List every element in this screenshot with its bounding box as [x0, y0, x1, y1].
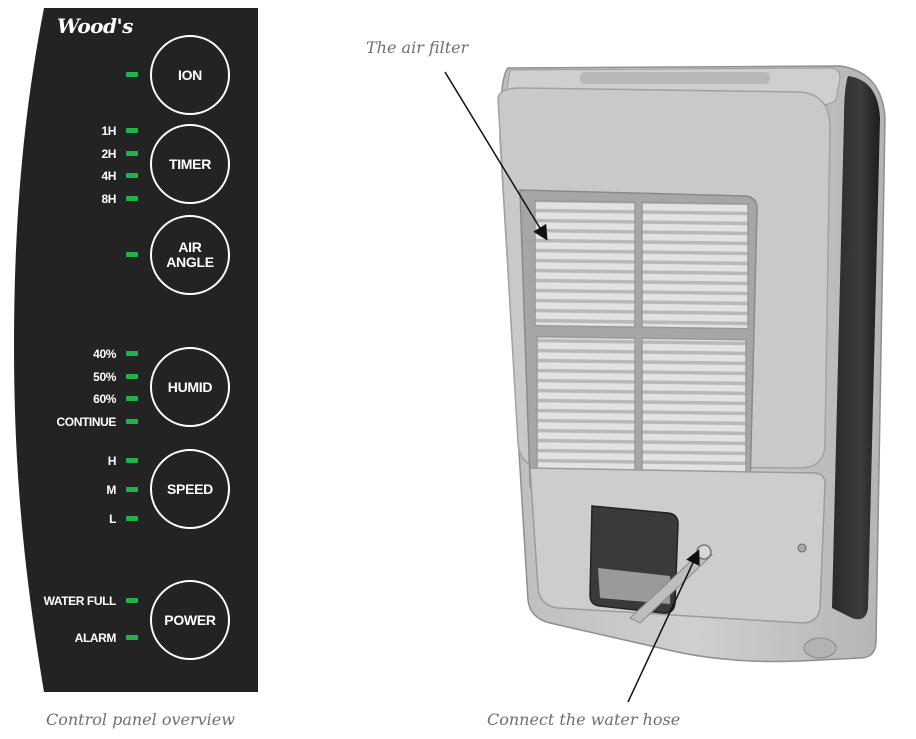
water-outlet-tray [598, 568, 670, 604]
humid-led-50 [126, 374, 138, 379]
timer-indicator-label: 2H [101, 147, 116, 161]
air-angle-button[interactable]: AIR ANGLE [150, 215, 230, 295]
humid-button[interactable]: HUMID [150, 347, 230, 427]
humid-led-continue [126, 419, 138, 424]
alarm-led [126, 635, 138, 640]
speed-led-l [126, 516, 138, 521]
speed-led-m [126, 487, 138, 492]
caption-air-filter: The air filter [366, 38, 469, 57]
power-button-label: POWER [164, 611, 216, 628]
humid-indicator-label: CONTINUE [56, 415, 117, 429]
timer-indicator-label: 4H [101, 169, 116, 183]
power-indicator-alarm: ALARM [74, 631, 117, 645]
caption-control-panel: Control panel overview [46, 710, 235, 729]
device-side-panel [832, 76, 880, 620]
air-angle-label-line2: ANGLE [166, 254, 214, 270]
device-screw [797, 543, 807, 553]
power-button[interactable]: POWER [150, 580, 230, 660]
timer-indicator-label: 8H [101, 192, 116, 206]
power-indicator-water-full: WATER FULL [43, 594, 117, 608]
speed-indicator-label: H [107, 454, 117, 468]
air-angle-led [126, 252, 138, 257]
timer-led-8h [126, 196, 138, 201]
humid-button-label: HUMID [167, 378, 213, 395]
control-panel: Wood's ION 1H 2H 4H 8H TIMER AIR ANGLE 4… [0, 0, 260, 692]
dehumidifier-illustration [497, 65, 886, 663]
brand-logo: Wood's [57, 14, 133, 38]
speed-indicator-label: M [106, 483, 116, 497]
power-indicator-label: WATER FULL [43, 594, 117, 608]
device-foot [803, 637, 837, 659]
water-hose-arrow [627, 549, 700, 703]
ion-led [126, 72, 138, 77]
timer-led-2h [126, 151, 138, 156]
ion-button-label: ION [178, 66, 202, 83]
speed-indicator-h: H [107, 454, 117, 468]
humid-indicator-label: 50% [93, 370, 116, 384]
humid-indicator-continue: CONTINUE [56, 415, 117, 429]
speed-indicator-l: L [109, 512, 116, 526]
timer-indicator-label: 1H [101, 124, 116, 138]
power-indicator-label: ALARM [74, 631, 117, 645]
air-angle-label-line1: AIR [178, 239, 202, 255]
timer-indicator-4h: 4H [101, 169, 116, 183]
humid-indicator-40: 40% [93, 347, 116, 361]
timer-button[interactable]: TIMER [150, 124, 230, 204]
caption-water-hose: Connect the water hose [487, 710, 681, 729]
humid-led-40 [126, 351, 138, 356]
air-filter-arrow [444, 71, 548, 241]
humid-led-60 [126, 396, 138, 401]
ion-button[interactable]: ION [150, 35, 230, 115]
water-full-led [126, 598, 138, 603]
timer-indicator-1h: 1H [101, 124, 116, 138]
speed-led-h [126, 458, 138, 463]
speed-indicator-label: L [109, 512, 116, 526]
humid-indicator-50: 50% [93, 370, 116, 384]
humid-indicator-label: 40% [93, 347, 116, 361]
speed-button-label: SPEED [167, 480, 213, 497]
timer-indicator-8h: 8H [101, 192, 116, 206]
speed-button[interactable]: SPEED [150, 449, 230, 529]
timer-led-1h [126, 128, 138, 133]
timer-button-label: TIMER [168, 155, 212, 172]
speed-indicator-m: M [106, 483, 116, 497]
humid-indicator-60: 60% [93, 392, 116, 406]
humid-indicator-label: 60% [93, 392, 116, 406]
timer-led-4h [126, 173, 138, 178]
timer-indicator-2h: 2H [101, 147, 116, 161]
device-top-handle [580, 72, 770, 84]
